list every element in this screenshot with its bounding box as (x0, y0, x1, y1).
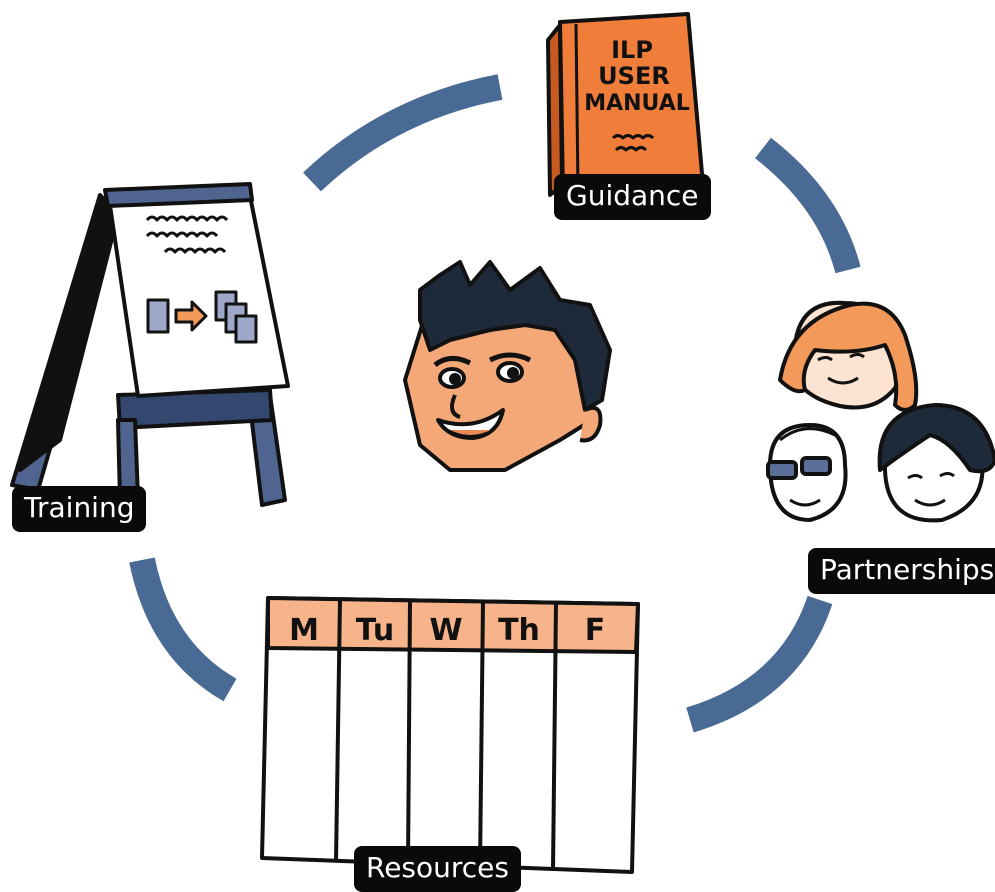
calendar-day-5: F (585, 613, 606, 648)
training-label: Training (12, 486, 147, 532)
calendar-day-3: W (429, 613, 462, 648)
arc-top-right (754, 137, 861, 274)
calendar-day-2: Tu (356, 613, 395, 648)
book-icon: ILP USER MANUAL (546, 12, 705, 197)
cycle-arcs (129, 74, 861, 733)
partnerships-label: Partnerships (808, 548, 995, 594)
book-title-line1: ILP (611, 36, 653, 64)
arc-bottom-right (686, 595, 833, 733)
book-title-line2: USER (598, 62, 670, 90)
calendar-day-1: M (289, 613, 319, 648)
resources-label: Resources (354, 846, 521, 892)
arc-top-left (303, 74, 503, 192)
calendar-icon: M Tu W Th F (260, 596, 640, 874)
guidance-label: Guidance (554, 174, 711, 220)
person-face-icon (403, 260, 612, 472)
arc-bottom-left (129, 557, 237, 702)
partners-icon (766, 300, 995, 523)
book-title-line3: MANUAL (584, 91, 690, 116)
flip-chart-icon (10, 182, 290, 507)
calendar-day-4: Th (498, 613, 540, 648)
